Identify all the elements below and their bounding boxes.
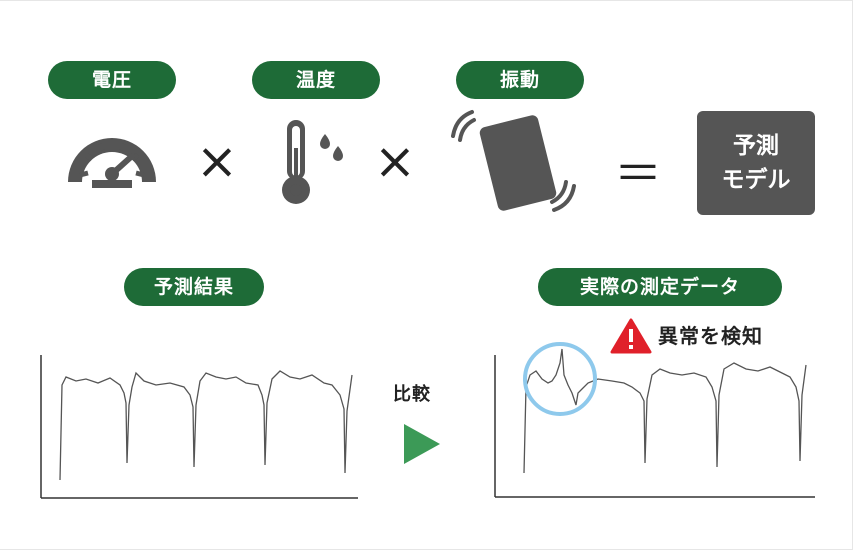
speedometer-icon — [68, 138, 156, 188]
play-arrow-icon — [404, 424, 440, 464]
vibration-pill: 振動 — [456, 61, 584, 99]
equals-operator: ＝ — [614, 146, 663, 202]
model-label-line1: 予測 — [733, 133, 779, 159]
actual-data-pill: 実際の測定データ — [538, 268, 782, 306]
prediction-model-box: 予測 モデル — [697, 111, 815, 215]
model-label-line2: モデル — [721, 167, 791, 193]
voltage-pill: 電圧 — [48, 61, 176, 99]
thermometer-icon — [282, 120, 343, 204]
anomaly-detected-label: 異常を検知 — [658, 324, 763, 348]
anomaly-highlight-circle — [523, 342, 597, 416]
predicted-waveform-chart — [40, 355, 358, 499]
predicted-result-pill: 予測結果 — [124, 268, 264, 306]
warning-icon — [610, 318, 652, 354]
predicted-waveform-line — [59, 370, 353, 481]
times-operator-1: × — [196, 132, 238, 190]
compare-label: 比較 — [393, 384, 431, 405]
actual-waveform-chart — [494, 342, 815, 498]
times-operator-2: × — [374, 132, 416, 190]
vibrating-phone-icon — [451, 110, 576, 212]
temperature-pill: 温度 — [252, 61, 380, 99]
actual-waveform-line — [523, 348, 807, 474]
